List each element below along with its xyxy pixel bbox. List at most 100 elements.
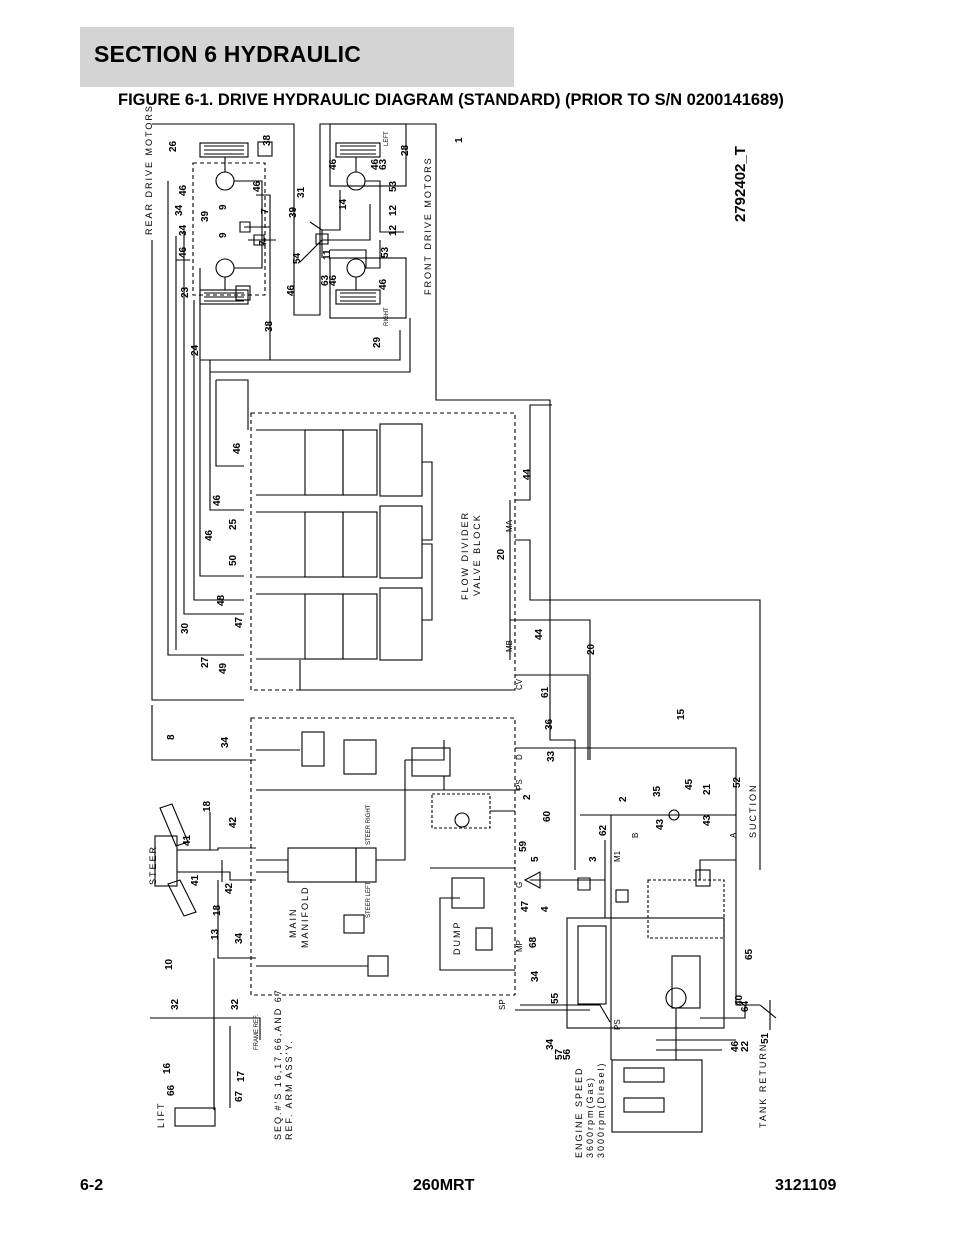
hydraulic-line (515, 747, 760, 1060)
callout-number: 39 (288, 206, 299, 218)
fitting-tee (239, 221, 265, 246)
callout-number: 48 (216, 594, 227, 606)
callout-number: 50 (228, 554, 239, 566)
suction-label: SUCTION (748, 784, 758, 839)
brake (235, 285, 251, 301)
callout-number: 40 (734, 994, 745, 1006)
hydraulic-line (209, 360, 244, 511)
callout-number: 33 (546, 750, 557, 762)
callout-number: 43 (702, 814, 713, 826)
port-label: G (515, 882, 524, 888)
engine-speed-diesel: 3000rpm(Diesel) (596, 1061, 606, 1158)
valve-block-label: VALVE BLOCK (472, 513, 482, 596)
engine-speed-gas: 3600rpm(Gas) (585, 1076, 595, 1158)
callout-number: 34 (545, 1038, 556, 1050)
callout-number: 67 (234, 1090, 245, 1102)
wheel (199, 289, 249, 305)
callout-number: 39 (200, 210, 211, 222)
valve-cell (304, 511, 344, 578)
lift-valve (367, 955, 389, 977)
hydraulic-line (150, 1017, 261, 1108)
tank-element (623, 1097, 665, 1113)
callout-number: 63 (320, 274, 331, 286)
steer-cylinder (154, 835, 178, 887)
callout-number: 12 (388, 224, 399, 236)
pump-symbol (665, 987, 687, 1009)
callout-number: 68 (528, 936, 539, 948)
callout-number: 46 (204, 529, 215, 541)
callout-number: 32 (230, 998, 241, 1010)
lift-cylinder (174, 1107, 216, 1127)
callout-number: 63 (378, 158, 389, 170)
callout-number: 62 (598, 824, 609, 836)
section-banner: SECTION 6 HYDRAULIC (80, 27, 514, 87)
callout-number: 3 (588, 856, 599, 862)
callout-number: 34 (220, 736, 231, 748)
callout-number: 34 (178, 224, 189, 236)
seq-note-label-2: REF. ARM ASS'Y. (284, 1039, 294, 1140)
callout-number: 47 (520, 900, 531, 912)
frame-ref-label: FRAME REF. (254, 1014, 260, 1050)
callout-number: 31 (296, 186, 307, 198)
footer-model: 260MRT (413, 1177, 475, 1194)
steer-valve (287, 847, 357, 883)
callout-number: 13 (210, 928, 221, 940)
callout-number: 66 (166, 1084, 177, 1096)
hydraulic-line (167, 181, 244, 656)
main-manifold (250, 717, 516, 996)
callout-number: 8 (166, 734, 177, 740)
callout-number: 34 (530, 970, 541, 982)
callout-number: 32 (170, 998, 181, 1010)
callout-number: 5 (530, 856, 541, 862)
hydraulic-line (656, 1000, 777, 1051)
callout-number: 25 (228, 518, 239, 530)
callout-number: 52 (732, 776, 743, 788)
steer-tire (159, 803, 189, 847)
hydraulic-line (299, 190, 371, 268)
callout-number: 14 (338, 198, 349, 210)
callout-number: 46 (212, 494, 223, 506)
callout-number: 30 (180, 622, 191, 634)
rear-drive-motors-label: REAR DRIVE MOTORS (144, 104, 154, 235)
port-label: B (631, 833, 640, 838)
hydraulic-line (151, 705, 520, 967)
callout-number: 4 (540, 906, 551, 912)
motor-housing (329, 123, 407, 187)
hydraulic-line (577, 877, 591, 891)
footer-page: 6-2 (80, 1177, 104, 1194)
callout-number: 7 (260, 208, 271, 214)
wheel (335, 289, 381, 305)
hydraulic-line (515, 674, 589, 760)
callout-number: 44 (534, 628, 545, 640)
hydraulic-line (177, 847, 256, 881)
callout-number: 11 (322, 249, 333, 260)
callout-number: 46 (328, 158, 339, 170)
callout-number: 45 (684, 778, 695, 790)
callout-number: 36 (544, 718, 555, 730)
callout-number: 22 (740, 1040, 751, 1052)
callout-number: 23 (180, 286, 191, 298)
callout-number: 15 (676, 708, 687, 720)
valve-cell (379, 423, 423, 497)
callout-number: 42 (224, 882, 235, 894)
motor-symbol (346, 171, 366, 191)
flow-divider-label: FLOW DIVIDER (460, 511, 470, 600)
callout-number: 26 (168, 140, 179, 152)
callout-number: 46 (232, 442, 243, 454)
hydraulic-line (422, 461, 433, 621)
hydraulic-line (299, 660, 515, 691)
callout-number: 2 (522, 794, 533, 800)
hydraulic-line (152, 123, 576, 870)
callout-number: 18 (212, 904, 223, 916)
section-title: SECTION 6 HYDRAULIC (94, 41, 362, 67)
callout-number: 46 (730, 1040, 741, 1052)
callout-number: 20 (496, 548, 507, 560)
port-label: D (515, 754, 524, 760)
callout-number: 21 (702, 783, 713, 795)
hydraulic-line (256, 429, 305, 660)
callout-number: 60 (542, 810, 553, 822)
callout-number: 28 (400, 144, 411, 156)
hydraulic-line (199, 268, 244, 577)
callout-number: 51 (760, 1032, 771, 1044)
callout-number: 47 (234, 616, 245, 628)
